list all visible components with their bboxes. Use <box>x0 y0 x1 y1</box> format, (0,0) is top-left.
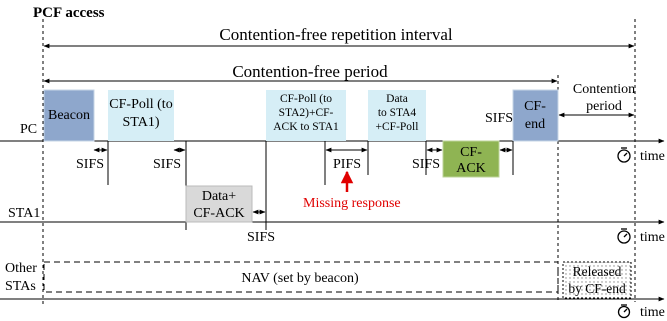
cf-end-frame <box>512 89 559 142</box>
sifs-label-5: SIFS <box>247 230 275 245</box>
row-label-other-1: Other <box>5 261 37 276</box>
cf-ack-frame <box>442 140 500 178</box>
cf-poll-sta2-label-1: CF-Poll (to <box>280 93 332 105</box>
stopwatch-icon <box>617 228 631 244</box>
data-sta4-frame <box>368 90 426 141</box>
stopwatch-icon <box>617 147 631 163</box>
row-label-pc: PC <box>20 122 37 137</box>
cf-poll-sta2-label-2: STA2)+CF- <box>279 107 334 119</box>
nav-bar <box>43 261 559 293</box>
row-label-sta1: STA1 <box>8 206 40 221</box>
pifs-label: PIFS <box>333 157 361 172</box>
data-sta4-label-2: to STA4 <box>378 107 417 119</box>
contention-period-label-1: Contention <box>573 82 635 97</box>
cf-poll-sta1-label-2: STA1) <box>123 115 160 130</box>
sifs-label-1: SIFS <box>76 157 104 172</box>
beacon-label: Beacon <box>48 108 90 123</box>
cf-ack-label-1: CF- <box>460 145 482 160</box>
released-box <box>562 261 632 299</box>
nav-label: NAV (set by beacon) <box>241 271 359 286</box>
row-label-other-2: STAs <box>5 279 36 294</box>
cf-end-label-1: CF- <box>524 99 546 114</box>
time-label-other: time <box>640 305 665 320</box>
cf-ack-label-2: ACK <box>456 161 486 176</box>
cf-poll-sta1-frame <box>108 90 174 141</box>
time-label-pc: time <box>640 149 665 164</box>
released-label-1: Released <box>573 264 622 279</box>
beacon-frame <box>43 89 95 142</box>
time-label-sta1: time <box>640 230 665 245</box>
repetition-interval-label: Contention-free repetition interval <box>219 25 452 44</box>
data-cf-ack-label-2: CF-ACK <box>193 206 244 221</box>
sifs-label-2: SIFS <box>153 157 181 172</box>
cfp-label: Contention-free period <box>232 62 388 81</box>
contention-period-label-2: period <box>586 99 622 114</box>
cf-poll-sta2-frame <box>266 90 346 141</box>
sifs-label-4: SIFS <box>485 111 513 126</box>
missing-response-label: Missing response <box>303 196 401 211</box>
sifs-label-3: SIFS <box>412 157 440 172</box>
data-sta4-label-1: Data <box>386 93 408 105</box>
cf-end-label-2: end <box>525 117 545 132</box>
cf-poll-sta1-label-1: CF-Poll (to <box>109 97 172 112</box>
data-cf-ack-frame <box>185 185 253 223</box>
cf-poll-sta2-label-3: ACK to STA1 <box>273 121 339 133</box>
title: PCF access <box>33 5 105 21</box>
data-sta4-label-3: +CF-Poll <box>376 121 419 133</box>
stopwatch-icon <box>617 304 631 319</box>
released-label-2: by CF-end <box>568 281 626 296</box>
data-cf-ack-label-1: Data+ <box>202 189 236 204</box>
